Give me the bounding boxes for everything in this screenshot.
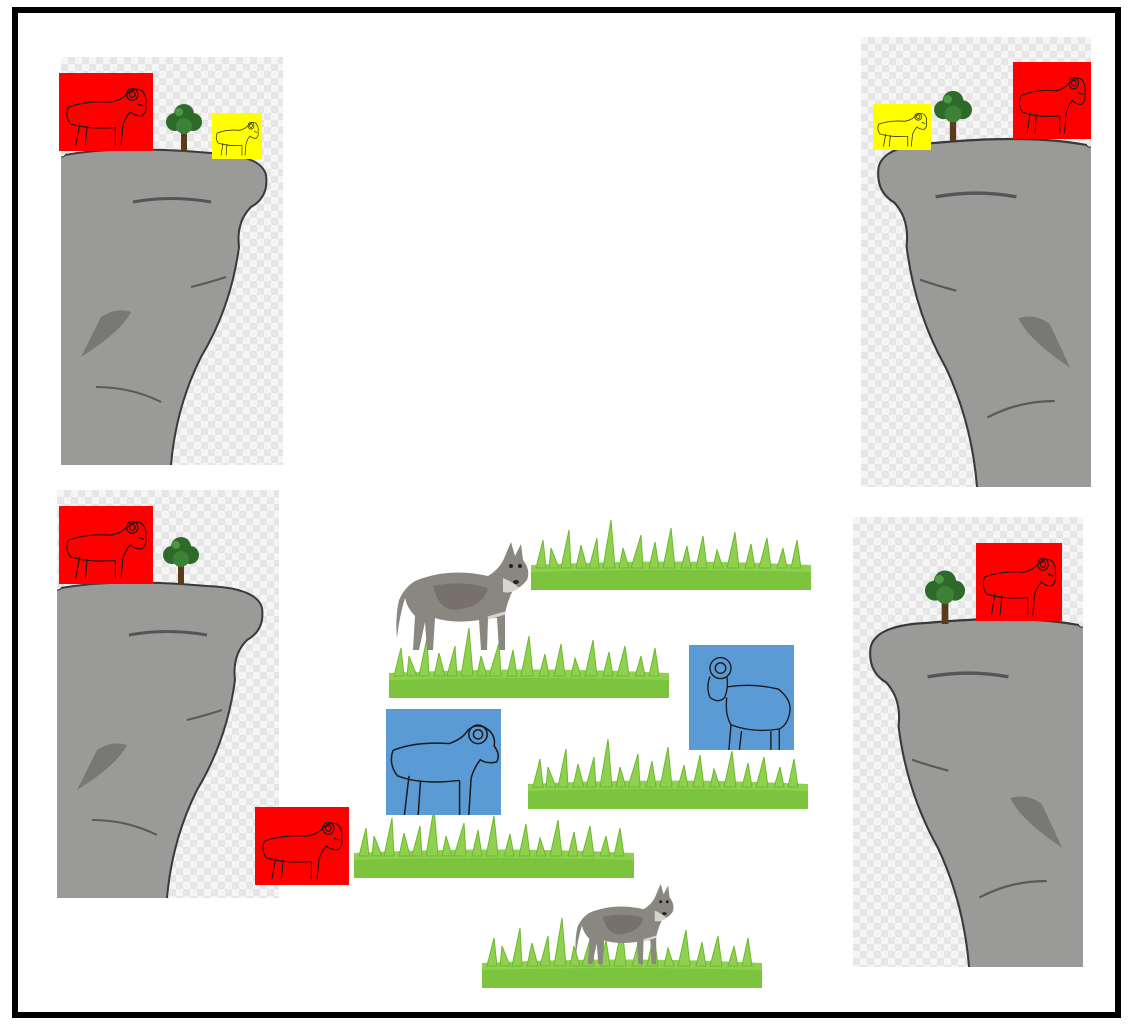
blue-ram-piece[interactable]: [689, 645, 794, 750]
grass-patch: [531, 510, 811, 590]
tree-icon: [165, 100, 203, 152]
tree-icon: [162, 533, 200, 585]
tree-icon: [921, 566, 969, 624]
blue-ram-piece[interactable]: [386, 709, 501, 815]
red-ram-piece[interactable]: [59, 73, 153, 151]
wolf-icon[interactable]: [573, 880, 677, 974]
red-ram-piece[interactable]: [255, 807, 349, 885]
red-ram-piece[interactable]: [59, 506, 153, 584]
red-ram-piece[interactable]: [1013, 62, 1091, 139]
yellow-ram-piece[interactable]: [873, 104, 931, 150]
red-ram-piece[interactable]: [976, 543, 1062, 621]
wolf-icon[interactable]: [393, 538, 533, 662]
tree-icon: [933, 86, 973, 142]
yellow-ram-piece[interactable]: [212, 113, 262, 159]
